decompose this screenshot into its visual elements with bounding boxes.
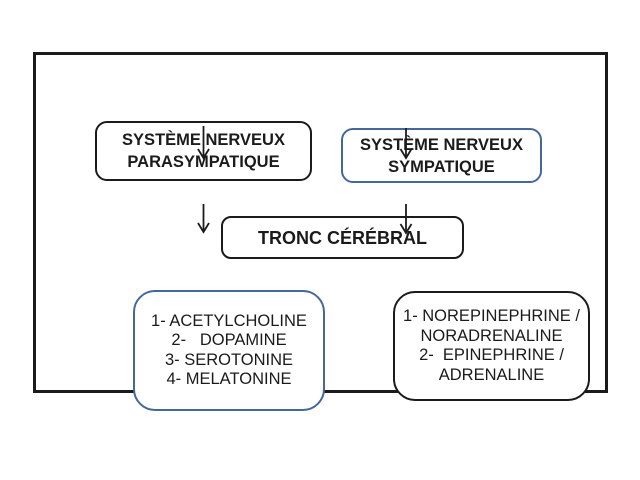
node-label-line: TRONC CÉRÉBRAL bbox=[258, 227, 427, 248]
node-label-line: 2- DOPAMINE bbox=[171, 331, 287, 349]
node-systeme-nerveux-parasympathique: SYSTÈME NERVEUX PARASYMPATIQUE bbox=[95, 121, 312, 181]
node-label-line: SYSTÈME NERVEUX bbox=[122, 131, 285, 149]
node-label-line: 1- NOREPINEPHRINE / bbox=[403, 307, 580, 325]
node-label-line: 3- SEROTONINE bbox=[164, 350, 294, 369]
node-parasympathique-neurotransmetteurs: 1- ACETYLCHOLINE 2- DOPAMINE 3- SEROTONI… bbox=[133, 290, 325, 411]
node-sympathique-neurotransmetteurs: 1- NOREPINEPHRINE / NORADRENALINE 2- EPI… bbox=[393, 291, 590, 401]
node-systeme-nerveux-sympathique: SYSTÈME NERVEUX SYMPATIQUE bbox=[341, 128, 542, 183]
diagram-frame: SYSTÈME NERVEUX PARASYMPATIQUE SYSTÈME N… bbox=[33, 52, 608, 411]
node-label-line: 4- MELATONINE bbox=[166, 370, 292, 388]
node-label-line: NORADRENALINE bbox=[420, 326, 563, 345]
node-tronc-cerebral: TRONC CÉRÉBRAL bbox=[221, 216, 464, 259]
node-label-line: SYSTÈME NERVEUX bbox=[360, 135, 523, 154]
node-label-line: ADRENALINE bbox=[438, 365, 545, 384]
node-label-line: PARASYMPATIQUE bbox=[127, 153, 280, 171]
node-label-line: 2- EPINEPHRINE / bbox=[419, 346, 564, 364]
node-label-line: SYMPATIQUE bbox=[388, 157, 495, 176]
node-label-line: 1- ACETYLCHOLINE bbox=[151, 311, 307, 330]
